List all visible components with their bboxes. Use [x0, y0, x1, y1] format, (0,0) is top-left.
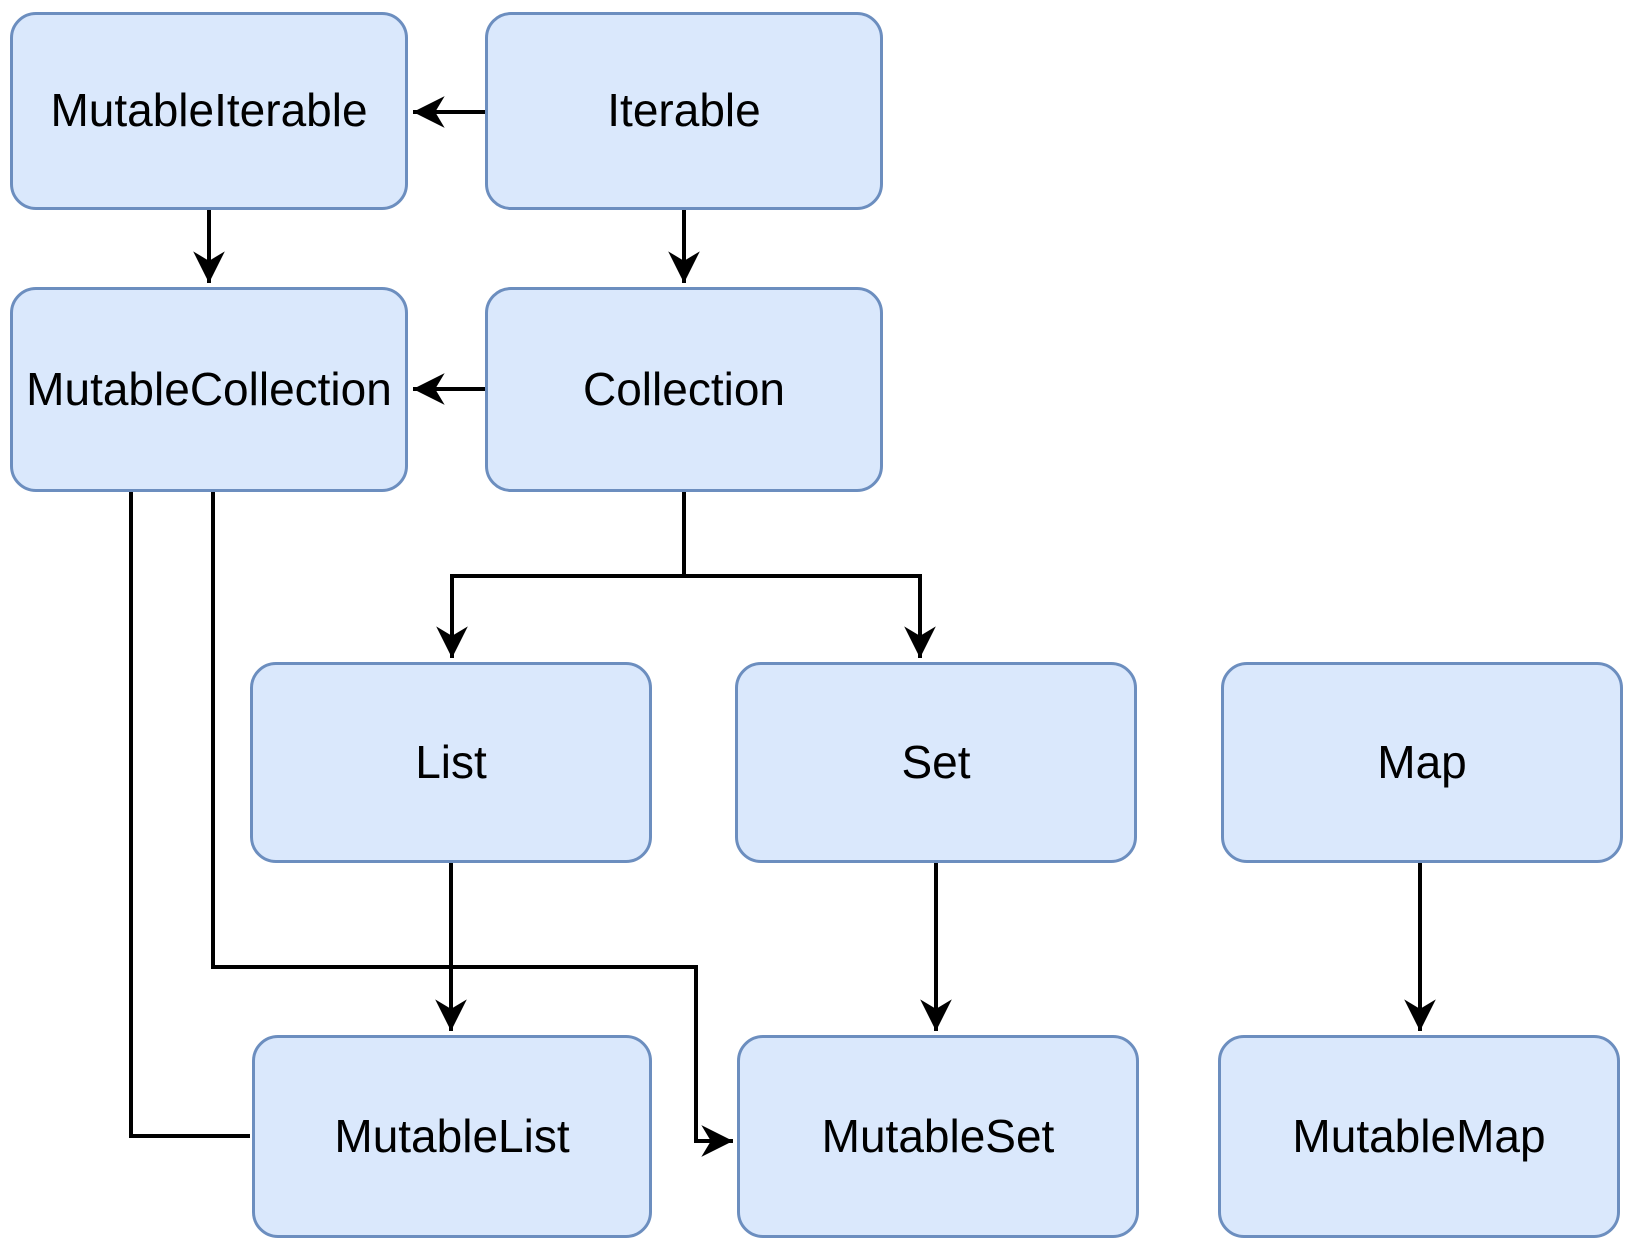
- node-label-set: Set: [901, 735, 971, 788]
- node-mutable-set: MutableSet: [737, 1035, 1139, 1238]
- edge-mutable-collection-to-mutable-list: [129, 492, 250, 1138]
- node-label-mutable-list: MutableList: [334, 1109, 570, 1162]
- node-label-mutable-iterable: MutableIterable: [50, 84, 368, 137]
- node-label-list: List: [415, 735, 487, 788]
- node-iterable: Iterable: [485, 12, 883, 210]
- edges-group: [129, 96, 1436, 1157]
- node-label-iterable: Iterable: [607, 84, 761, 137]
- node-collection: Collection: [485, 287, 883, 492]
- node-list: List: [250, 662, 652, 863]
- node-mutable-collection: MutableCollection: [10, 287, 408, 492]
- node-label-mutable-collection: MutableCollection: [26, 362, 392, 415]
- node-label-mutable-set: MutableSet: [821, 1109, 1055, 1162]
- edge-collection-to-set: [684, 574, 936, 658]
- edge-collection-to-list: [436, 492, 686, 658]
- node-label-mutable-map: MutableMap: [1292, 1109, 1546, 1162]
- node-set: Set: [735, 662, 1137, 863]
- edge-mutable-collection-to-mutable-set: [211, 492, 733, 1157]
- node-mutable-iterable: MutableIterable: [10, 12, 408, 210]
- node-map: Map: [1221, 662, 1623, 863]
- node-mutable-list: MutableList: [252, 1035, 652, 1238]
- node-label-map: Map: [1377, 735, 1467, 788]
- node-label-collection: Collection: [583, 362, 785, 415]
- node-mutable-map: MutableMap: [1218, 1035, 1620, 1238]
